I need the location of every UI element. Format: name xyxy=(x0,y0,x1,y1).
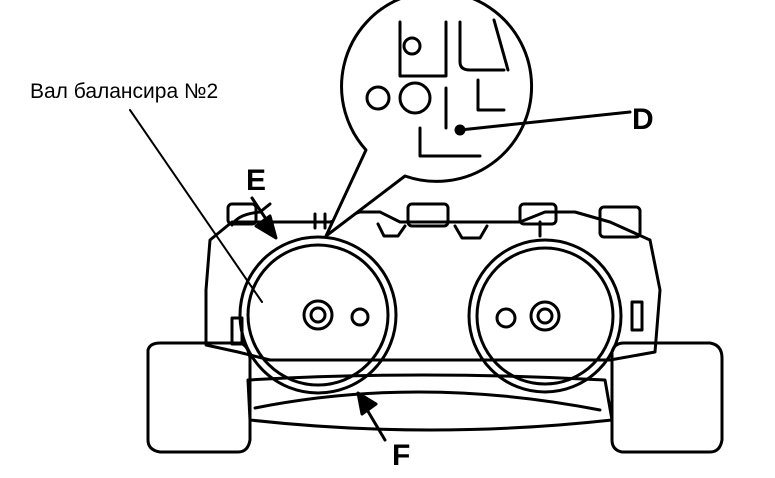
label-d: D xyxy=(632,103,654,136)
balancer-shaft-1 xyxy=(467,238,644,394)
label-e: E xyxy=(246,164,266,197)
detail-callout xyxy=(324,0,533,238)
shaft-leader-line xyxy=(129,109,263,303)
left-pad xyxy=(146,341,252,454)
shaft-label: Вал балансира №2 xyxy=(30,80,218,103)
label-f: F xyxy=(392,439,410,472)
balancer-shaft-2 xyxy=(230,235,398,395)
d-leader-line xyxy=(458,110,632,132)
right-pad xyxy=(610,341,724,454)
f-arrow xyxy=(356,391,387,442)
e-arrow xyxy=(250,196,278,240)
d-point-marker xyxy=(454,124,466,136)
